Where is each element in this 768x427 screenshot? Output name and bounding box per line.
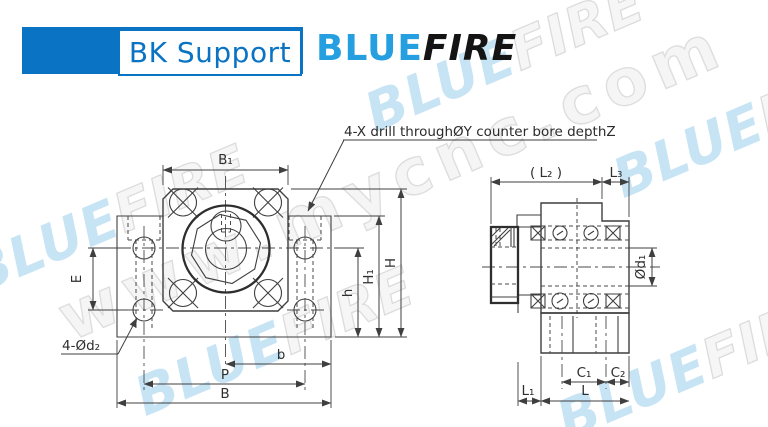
dimension-b-small: b	[225, 340, 332, 369]
dimension-c1: C₁	[561, 365, 607, 386]
brand-logo: BLUEFIRE	[316, 31, 517, 67]
dim-label-b-small: b	[277, 347, 286, 363]
dimension-l: L	[540, 383, 630, 405]
dim-label-h-small: h	[340, 289, 356, 298]
dim-label-c1: C₁	[577, 365, 592, 381]
front-view: B₁ E 4-Ød₂ b P	[61, 124, 616, 408]
dimension-l3: L₃	[601, 165, 630, 217]
drill-note: 4-X drill throughØY counter bore depthZ	[307, 124, 616, 212]
side-view: ( L₂ ) L₃ Ød₁ C₁ C₂	[482, 165, 660, 406]
dimension-h-small: h	[335, 247, 407, 338]
dimension-h1: H₁	[334, 215, 385, 338]
dim-label-d1: Ød₁	[633, 255, 649, 280]
dim-label-h1: H₁	[361, 269, 377, 285]
dim-label-h-cap: H	[383, 258, 399, 268]
dim-label-l3: L₃	[610, 165, 623, 181]
dimension-c2: C₂	[605, 356, 630, 387]
dimension-h-cap: H	[291, 188, 407, 338]
title-box: BK Support	[118, 29, 302, 76]
dimension-e: E	[69, 247, 130, 311]
logo-fire-text: FIRE	[422, 28, 518, 69]
dim-label-d2: 4-Ød₂	[62, 338, 100, 354]
dimension-l2: ( L₂ )	[490, 165, 603, 224]
logo-blue-text: BLUE	[316, 28, 423, 69]
callout-d2: 4-Ød₂	[61, 317, 138, 355]
page-title: BK Support	[128, 36, 292, 69]
dim-label-p: P	[221, 367, 229, 383]
dimension-l1: L₁	[517, 356, 542, 406]
dim-label-b1: B₁	[218, 152, 233, 168]
dimension-b1: B₁	[162, 152, 289, 185]
dim-label-e: E	[69, 275, 85, 284]
dim-label-l2: ( L₂ )	[530, 165, 562, 181]
dimension-p: P	[143, 367, 306, 388]
dim-label-c2: C₂	[611, 365, 626, 381]
dim-label-b-cap: B	[220, 386, 229, 402]
drill-note-text: 4-X drill throughØY counter bore depthZ	[344, 124, 616, 140]
dimension-d1: Ød₁	[629, 247, 657, 287]
dimension-b-cap: B	[116, 340, 332, 408]
dim-label-l1: L₁	[522, 383, 535, 399]
dim-label-l: L	[581, 383, 589, 399]
